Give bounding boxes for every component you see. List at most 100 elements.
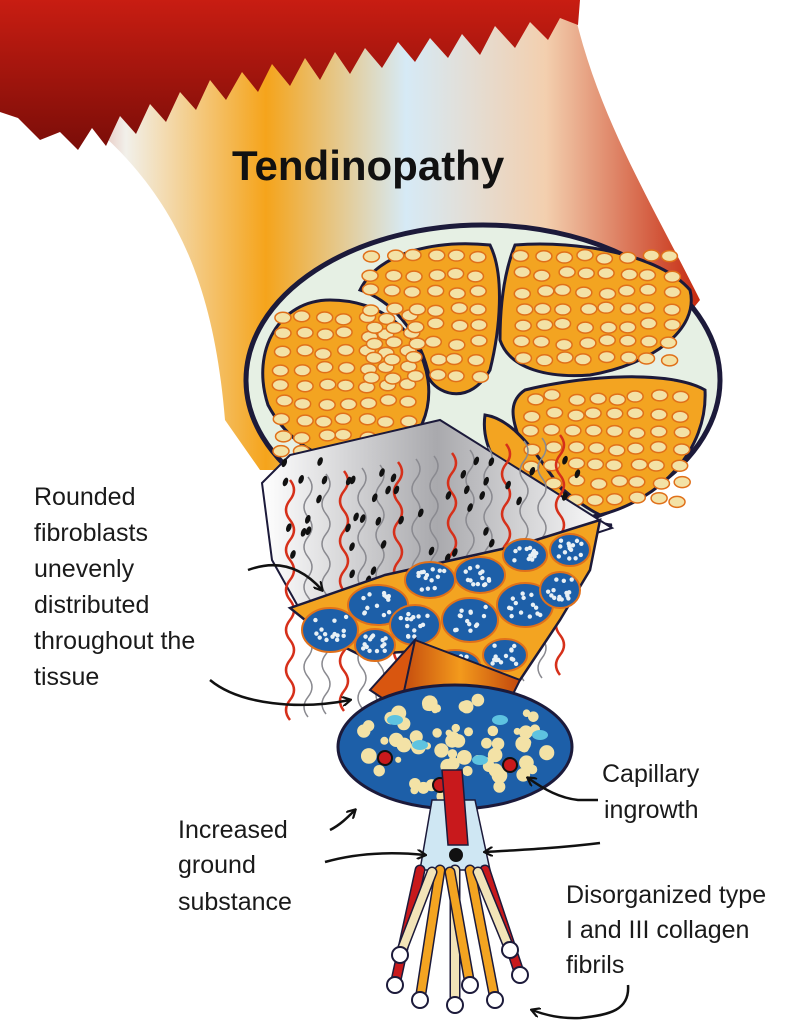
fascicle-cell [621, 269, 637, 280]
fascicle-cell [405, 250, 421, 261]
arrow-fibroblasts-2 [210, 680, 350, 705]
fascicle-cell [591, 478, 607, 489]
fascicle-cell [317, 362, 333, 373]
fascicle-cell [629, 492, 645, 503]
label-ground-2: ground [178, 850, 256, 880]
fascicle-cell [599, 352, 615, 363]
fascicle-cell [620, 335, 636, 346]
ground-substance-dot [446, 730, 453, 737]
fascicle-cell [557, 352, 573, 363]
fascicle-cell [272, 365, 288, 376]
fascicle-cell [428, 318, 444, 329]
fascicle-cell [556, 339, 572, 350]
fascicle-cell [449, 288, 465, 299]
fascicle-cell [577, 250, 593, 261]
ground-substance-dot [523, 709, 531, 717]
fascicle-cell [612, 476, 628, 487]
fascicle-cell [672, 460, 688, 471]
diagram-title: Tendinopathy [232, 142, 504, 190]
fascicle-cell [589, 443, 605, 454]
fascicle-cell [641, 318, 657, 329]
fascicle-cell [628, 443, 644, 454]
ground-substance-patch [472, 755, 488, 765]
fascicle-cell [408, 370, 424, 381]
fascicle-cell [536, 251, 552, 262]
fascicle-cell [621, 352, 637, 363]
ground-substance-patch [532, 730, 548, 740]
fascicle-cell [362, 270, 378, 281]
fascicle-cell [386, 270, 402, 281]
fascicle-cell [648, 460, 664, 471]
fascicle-cell [517, 304, 533, 315]
ground-substance-dot [459, 753, 465, 759]
fascicle-cell [600, 288, 616, 299]
arrow-ground-2 [325, 853, 425, 862]
fascicle-cell [297, 415, 313, 426]
fascicle-cell [471, 319, 487, 330]
fascicle-cell [533, 336, 549, 347]
fascicle-cell [651, 493, 667, 504]
fascicle-cell [380, 395, 396, 406]
fascicle-cell [294, 365, 310, 376]
blue-fascicle [455, 557, 505, 593]
fascicle-cell [400, 396, 416, 407]
fascicle-cell [537, 319, 553, 330]
fascicle-cell [388, 250, 404, 261]
fascicle-cell [429, 270, 445, 281]
ground-substance-dot [422, 700, 433, 711]
fascicle-cell [576, 287, 592, 298]
blue-fascicle [302, 608, 358, 652]
ground-substance-dot [539, 745, 554, 760]
arrow-ground-1 [330, 810, 355, 830]
fascicle-cell [429, 250, 445, 261]
fascicle-cell [607, 426, 623, 437]
fascicle-cell [471, 335, 487, 346]
fascicle-cell [639, 302, 655, 313]
label-capillary-2: ingrowth [604, 795, 699, 825]
fascicle-cell [575, 354, 591, 365]
fascicle-cell [451, 303, 467, 314]
fascicle-cell [338, 380, 354, 391]
fascicle-cell [338, 345, 354, 356]
fascicle-cell [514, 288, 530, 299]
fascicle-cell [425, 336, 441, 347]
fascicle-cell [568, 410, 584, 421]
fascicle-cell [297, 327, 313, 338]
label-collagen-1: Disorganized type [566, 880, 766, 910]
fascicle-cell [639, 353, 655, 364]
fascicle-cell [363, 305, 379, 316]
fascicle-cell [631, 459, 647, 470]
fascicle-cell [448, 371, 464, 382]
fascicle-cell [467, 271, 483, 282]
blue-fascicle [442, 598, 498, 642]
fascicle-cell [555, 285, 571, 296]
fascicle-cell [335, 429, 351, 440]
fascicle-cell [538, 286, 554, 297]
fascicle-cell [273, 446, 289, 457]
fascicle-cell [661, 251, 677, 262]
ground-substance-dot [361, 748, 377, 764]
fascicle-cell [514, 267, 530, 278]
fascicle-cell [609, 445, 625, 456]
fascicle-cell [546, 442, 562, 453]
fascicle-cell [534, 270, 550, 281]
fascicle-cell [317, 329, 333, 340]
fascicle-cell [428, 305, 444, 316]
fascicle-cell [431, 354, 447, 365]
fascicle-cell [276, 395, 292, 406]
blue-fascicle [483, 639, 527, 671]
ground-substance-dot [462, 766, 472, 776]
blue-fascicle [355, 629, 395, 661]
fascicle-cell [386, 337, 402, 348]
ground-substance-dot [434, 743, 448, 757]
ground-substance-dot [472, 694, 485, 707]
fascicle-cell [528, 394, 544, 405]
fascicle-cell [587, 495, 603, 506]
label-ground-1: Increased [178, 815, 288, 845]
ground-substance-dot [492, 738, 504, 750]
fascicle-cell [620, 322, 636, 333]
fascicle-cell [596, 253, 612, 264]
fascicle-cell [452, 320, 468, 331]
fascicle-cell [430, 369, 446, 380]
label-fibroblasts-4: distributed [34, 590, 149, 620]
